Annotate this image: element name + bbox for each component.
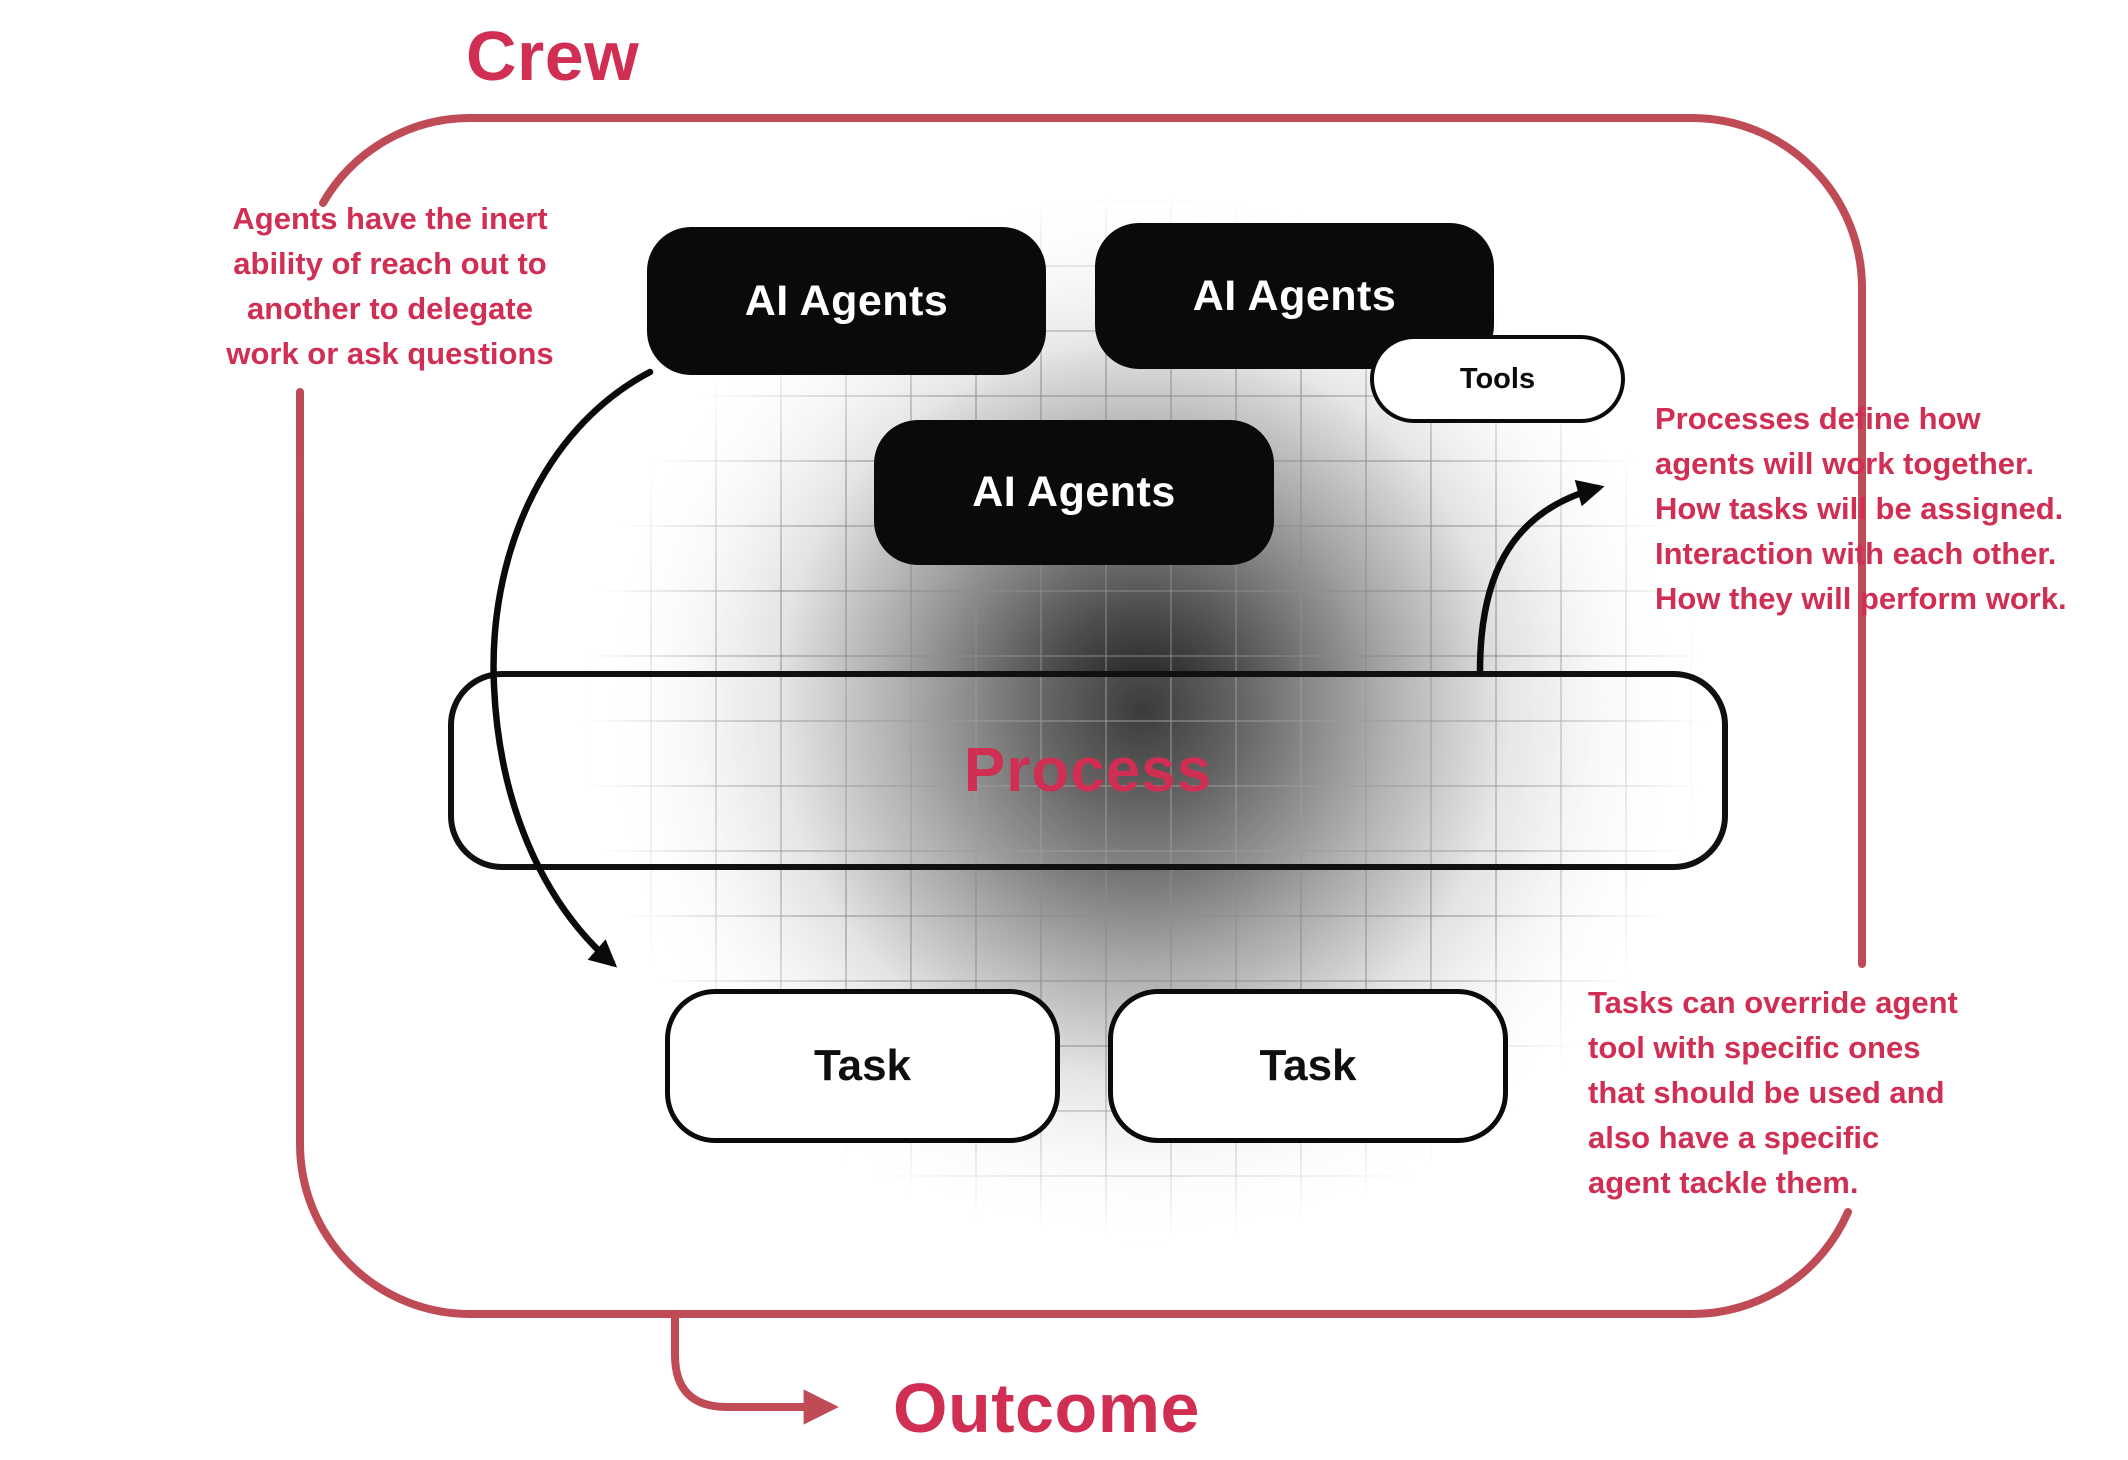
- task-label-2: Task: [1259, 1041, 1357, 1090]
- tasks-annotation: Tasks can override agent tool with speci…: [1588, 985, 1958, 1200]
- process-arrow: [1476, 479, 1605, 675]
- task-label-1: Task: [813, 1041, 912, 1090]
- crew-border-bottom-left: [296, 388, 1852, 1319]
- ai-agents-label-1: AI Agents: [744, 276, 949, 325]
- process-box: Process: [448, 671, 1728, 870]
- tools-label: Tools: [1459, 362, 1536, 395]
- process-label: Process: [963, 736, 1213, 805]
- task-box-1: Task: [665, 989, 1060, 1143]
- outcome-title: Outcome: [893, 1369, 1200, 1447]
- crew-title: Crew: [466, 17, 640, 95]
- process-annotation: Processes define how agents will work to…: [1655, 401, 2067, 616]
- tools-pill: Tools: [1370, 335, 1625, 423]
- ai-agents-box-3: AI Agents: [874, 420, 1274, 565]
- ai-agents-label-2: AI Agents: [1192, 271, 1397, 320]
- agents-annotation: Agents have the inert ability of reach o…: [226, 201, 554, 371]
- task-box-2: Task: [1108, 989, 1508, 1143]
- ai-agents-label-3: AI Agents: [972, 468, 1176, 516]
- crew-border-top-right: [319, 114, 1866, 968]
- ai-agents-box-1: AI Agents: [647, 227, 1046, 375]
- outcome-arrow: [671, 1310, 839, 1425]
- delegation-arrow: [490, 368, 654, 968]
